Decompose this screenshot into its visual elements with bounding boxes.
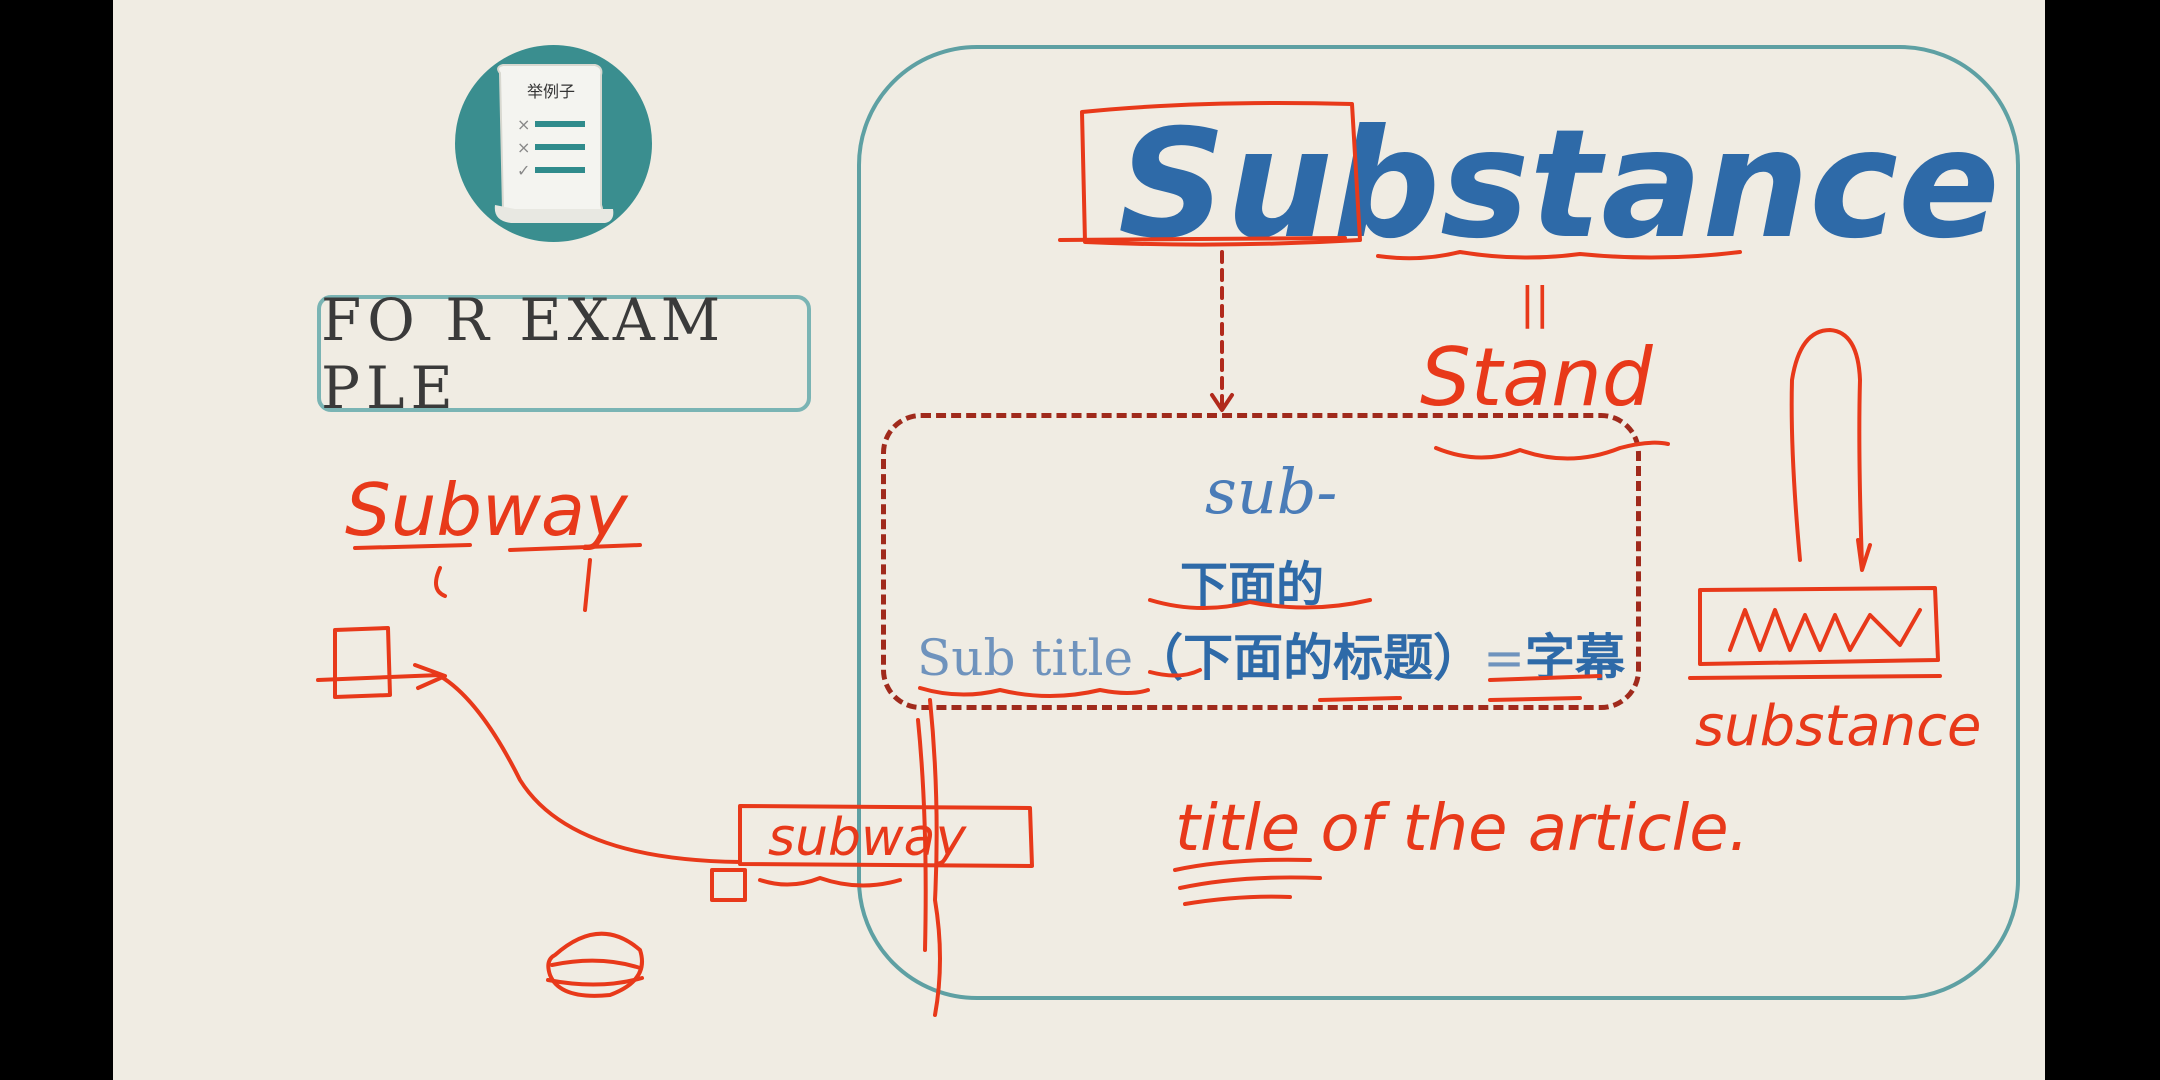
prefix: sub-	[1205, 455, 1338, 528]
prefix-box	[881, 413, 1641, 710]
subtitle-result: 字幕	[1525, 629, 1626, 687]
subtitle-equals: =	[1483, 629, 1526, 687]
subtitle-en: Sub title	[917, 629, 1134, 687]
main-word: Substance	[1118, 98, 2000, 272]
svg-text:×: ×	[517, 138, 530, 157]
slide	[113, 0, 2045, 1080]
example-scroll-icon: 举例子 × × ✓	[455, 45, 652, 242]
subtitle-example: Sub title（下面的标题）=字幕	[917, 618, 1625, 690]
prefix-meaning: 下面的	[1180, 557, 1325, 613]
main-panel	[857, 45, 2020, 1000]
icon-caption: 举例子	[527, 82, 575, 101]
svg-text:×: ×	[517, 115, 530, 134]
example-label: FO R EXAM PLE	[321, 285, 727, 422]
subtitle-cn: （下面的标题）	[1133, 629, 1484, 687]
svg-text:✓: ✓	[517, 161, 530, 180]
example-label-box: FO R EXAM PLE	[317, 286, 811, 422]
